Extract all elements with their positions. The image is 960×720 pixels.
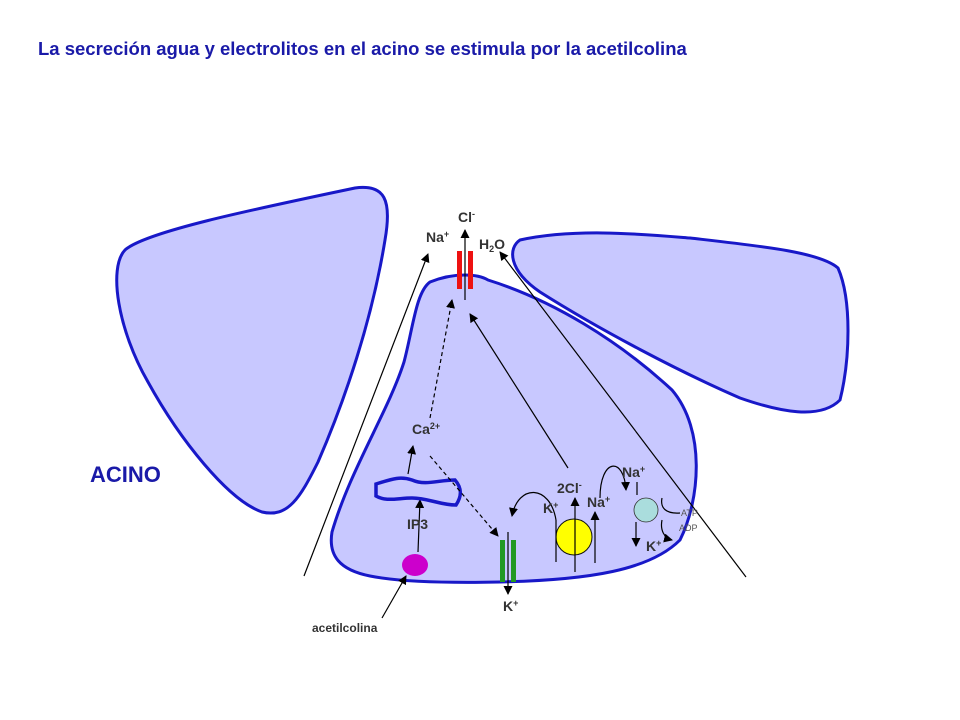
right-cell (511, 231, 850, 414)
paracellular-na-arrow (303, 253, 430, 577)
twocl-charge: - (579, 480, 582, 490)
acino-label: ACINO (90, 462, 161, 487)
adp-label: ADP (679, 523, 698, 533)
cl-top-charge: - (472, 209, 475, 219)
k-cotrans-charge: + (553, 500, 558, 510)
ip3-label: IP3 (407, 516, 428, 532)
k-recycle-arrow (509, 491, 557, 521)
acetylcholine-receptor (402, 554, 428, 576)
h2o-subscript: 2 (489, 244, 494, 254)
page-title: La secreción agua y electrolitos en el a… (38, 38, 687, 59)
nkcc-cotransporter (555, 518, 593, 556)
na-cotrans-label: Na+ (587, 494, 610, 510)
water-path-arrow (499, 251, 747, 578)
na-pump-charge: + (640, 464, 645, 474)
na-k-atpase (633, 497, 659, 523)
acetylcholine-arrow (381, 575, 407, 619)
atp-label: ATP (681, 508, 698, 518)
ca-to-k-channel-arrow (429, 455, 499, 537)
k-bottom-charge: + (513, 598, 518, 608)
twocl-label: 2Cl- (557, 480, 582, 496)
er-ca-arrow (407, 445, 417, 475)
cl-channel-left (457, 251, 462, 289)
na-recycle-arrow (599, 465, 631, 499)
cl-top-label: Cl- (458, 209, 475, 225)
ca-to-cl-channel-arrow (429, 299, 455, 419)
h2o-label: H2O (479, 236, 505, 254)
endoplasmic-reticulum (374, 476, 463, 507)
k-bottom-label: K+ (503, 598, 518, 614)
k-pump-label: K+ (646, 538, 661, 554)
ca-charge: 2+ (430, 421, 440, 431)
left-cell (115, 185, 389, 515)
na-pump-label: Na+ (622, 464, 645, 480)
na-top-label: Na+ (426, 229, 449, 245)
cl-channel-right (468, 251, 473, 289)
atp-adp-arrow (660, 497, 680, 540)
k-cotrans-label: K+ (543, 500, 558, 516)
na-top-charge: + (444, 229, 449, 239)
acetylcholine-label: acetilcolina (312, 621, 378, 635)
k-channel-left (500, 540, 505, 582)
receptor-ip3-arrow (415, 499, 425, 553)
k-channel-right (511, 540, 516, 582)
cl-to-channel-arrow (469, 313, 569, 469)
ca-label: Ca2+ (412, 421, 440, 437)
k-pump-charge: + (656, 538, 661, 548)
na-cotrans-charge: + (605, 494, 610, 504)
